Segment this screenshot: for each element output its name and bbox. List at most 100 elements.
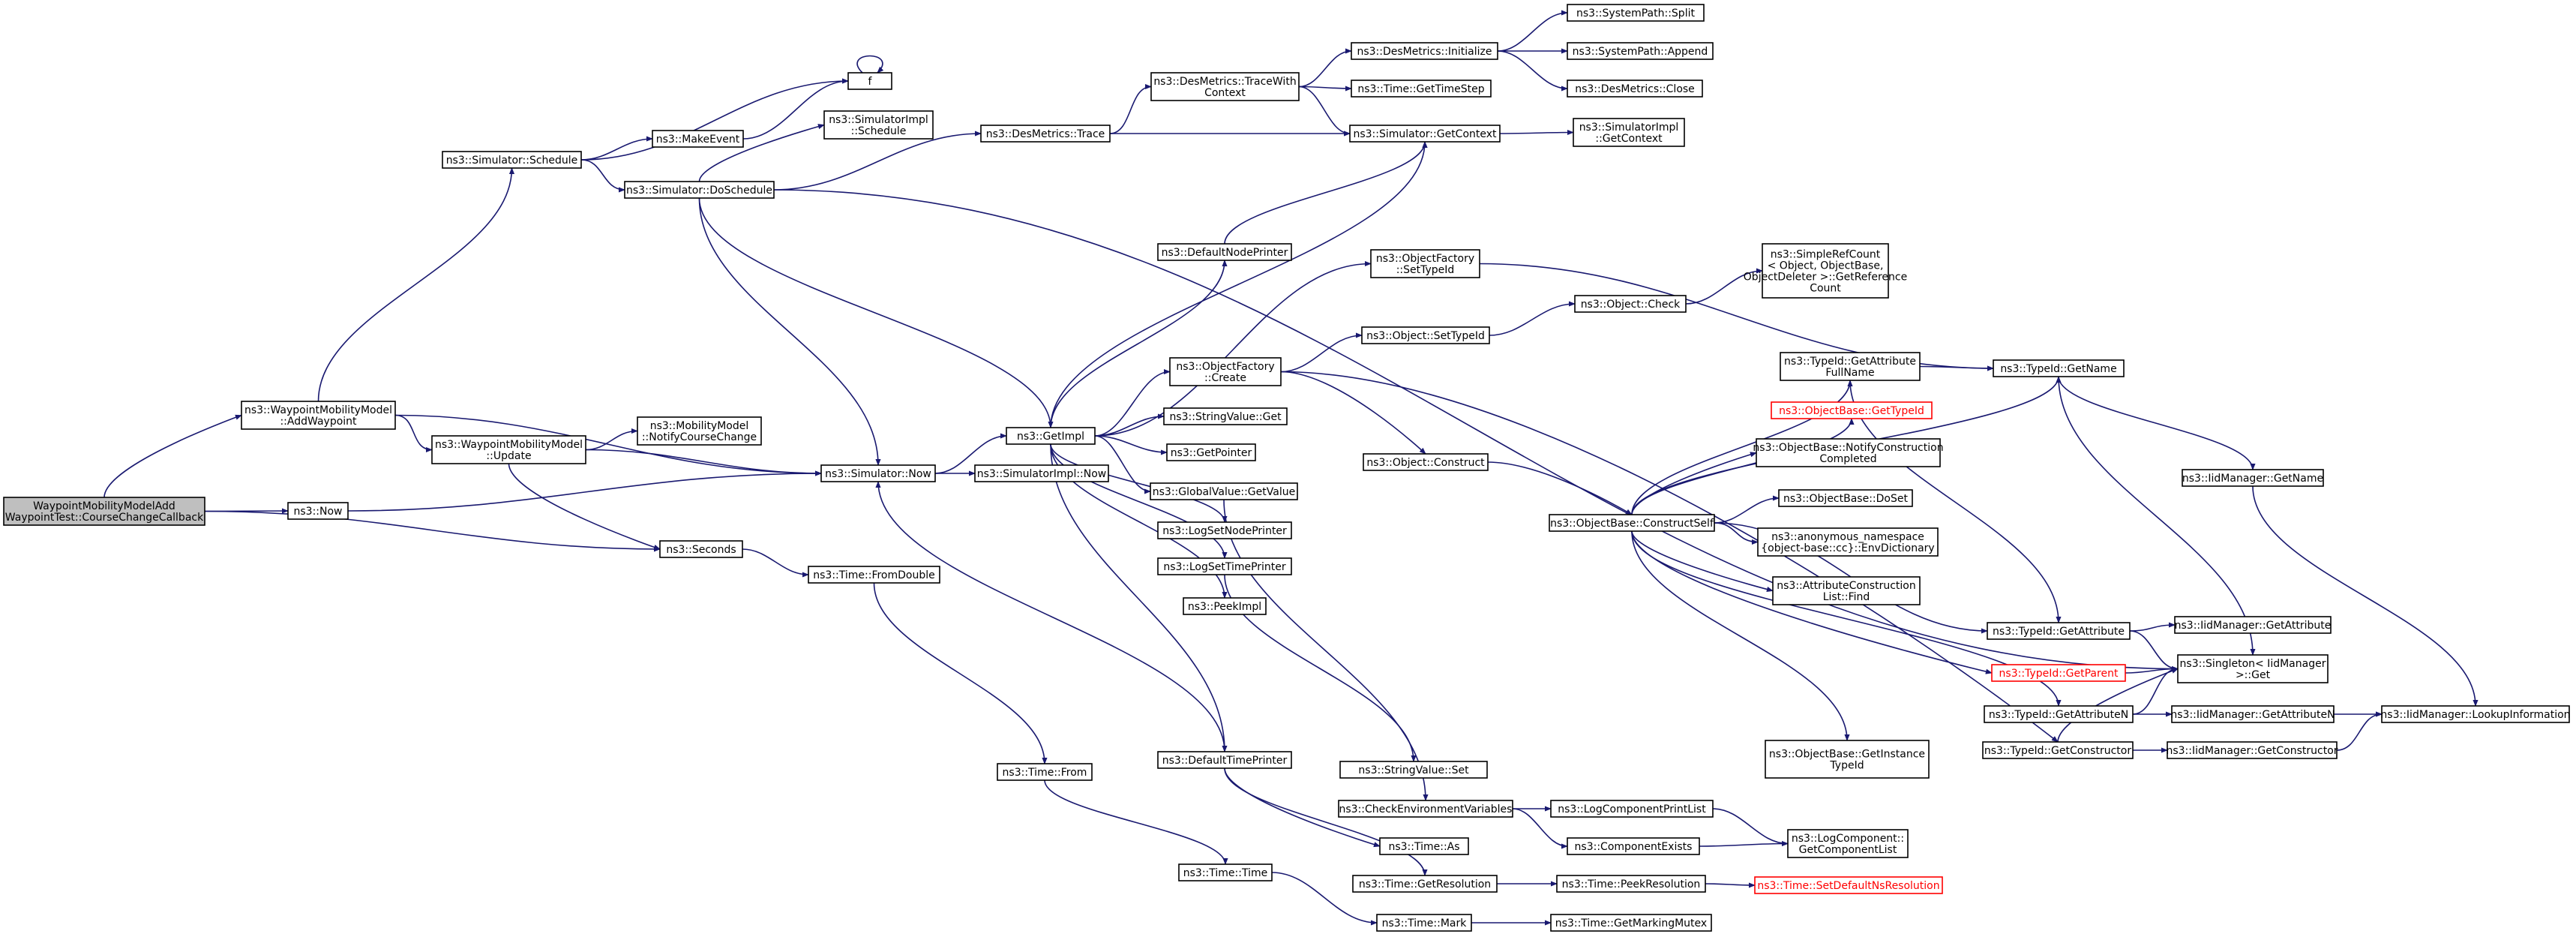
graph-node-string-value-get[interactable]: ns3::StringValue::Get xyxy=(1163,407,1288,425)
node-box xyxy=(1370,249,1480,278)
graph-node-set-default-ns-res[interactable]: ns3::Time::SetDefaultNsResolution xyxy=(1754,876,1943,894)
node-box xyxy=(241,401,396,430)
graph-node-sim-now[interactable]: ns3::Simulator::Now xyxy=(820,464,936,482)
graph-node-root[interactable]: WaypointMobilityModelAddWaypointTest::Co… xyxy=(3,497,205,526)
graph-node-des-trace[interactable]: ns3::DesMetrics::Trace xyxy=(980,125,1111,143)
graph-node-check-env[interactable]: ns3::CheckEnvironmentVariables xyxy=(1338,800,1513,818)
graph-node-peek-impl[interactable]: ns3::PeekImpl xyxy=(1183,597,1267,615)
node-label: ns3::MakeEvent xyxy=(656,134,740,146)
graph-node-sim-get-context[interactable]: ns3::Simulator::GetContext xyxy=(1349,125,1501,143)
graph-node-get-time-step[interactable]: ns3::Time::GetTimeStep xyxy=(1351,80,1492,98)
graph-node-time-mark[interactable]: ns3::Time::Mark xyxy=(1376,914,1472,932)
graph-node-update[interactable]: ns3::WaypointMobilityModel::Update xyxy=(431,435,586,464)
node-box xyxy=(1550,914,1712,932)
graph-node-get-resolution[interactable]: ns3::Time::GetResolution xyxy=(1352,875,1498,893)
graph-node-obj-base-get-type-id[interactable]: ns3::ObjectBase::GetTypeId xyxy=(1771,401,1933,419)
graph-node-iid-get-name[interactable]: ns3::IidManager::GetName xyxy=(2182,469,2324,487)
graph-node-component-exists[interactable]: ns3::ComponentExists xyxy=(1567,837,1700,855)
node-box xyxy=(1379,837,1469,855)
graph-node-impl-get-context[interactable]: ns3::SimulatorImpl::GetContext xyxy=(1573,118,1685,147)
graph-node-string-value-set[interactable]: ns3::StringValue::Set xyxy=(1339,761,1488,779)
graph-node-type-id-get-attribute[interactable]: ns3::TypeId::GetAttribute xyxy=(1987,622,2131,640)
call-edge xyxy=(742,78,849,140)
graph-node-env-dictionary[interactable]: ns3::anonymous_namespace{object-base::cc… xyxy=(1757,527,1939,557)
graph-node-des-close[interactable]: ns3::DesMetrics::Close xyxy=(1567,80,1703,98)
node-label: ns3::IidManager::GetAttributeN xyxy=(2170,709,2335,721)
graph-node-simple-ref-count[interactable]: ns3::SimpleRefCount< Object, ObjectBase,… xyxy=(1744,243,1907,299)
call-edge xyxy=(1094,435,1168,455)
graph-node-singleton-get[interactable]: ns3::Singleton< IidManager>::Get xyxy=(2177,654,2329,683)
graph-node-do-set[interactable]: ns3::ObjectBase::DoSet xyxy=(1778,489,1913,507)
graph-node-lookup-info[interactable]: ns3::IidManager::LookupInformation xyxy=(2380,705,2571,723)
graph-node-do-schedule[interactable]: ns3::Simulator::DoSchedule xyxy=(624,181,775,199)
graph-node-log-set-time-printer[interactable]: ns3::LogSetTimePrinter xyxy=(1157,557,1292,575)
graph-node-time-time[interactable]: ns3::Time::Time xyxy=(1178,863,1273,881)
node-box xyxy=(1772,576,1921,605)
graph-node-iid-get-constructor[interactable]: ns3::IidManager::GetConstructor xyxy=(2166,741,2338,759)
graph-node-type-id-get-attribute-n[interactable]: ns3::TypeId::GetAttributeN xyxy=(1984,705,2134,723)
node-box xyxy=(1169,357,1282,386)
graph-node-from-double[interactable]: ns3::Time::FromDouble xyxy=(808,566,940,584)
graph-node-log-comp-print-list[interactable]: ns3::LogComponentPrintList xyxy=(1550,800,1714,818)
node-label: ns3::PeekImpl xyxy=(1188,601,1261,613)
graph-node-obj-set-type-id[interactable]: ns3::Object::SetTypeId xyxy=(1361,326,1490,344)
node-label: ns3::WaypointMobilityModel xyxy=(435,439,583,451)
graph-node-obj-factory-create[interactable]: ns3::ObjectFactory::Create xyxy=(1169,357,1282,386)
graph-node-get-marking-mutex[interactable]: ns3::Time::GetMarkingMutex xyxy=(1550,914,1712,932)
node-label: ns3::Time::Mark xyxy=(1382,917,1468,929)
graph-node-path-split[interactable]: ns3::SystemPath::Split xyxy=(1567,4,1705,22)
graph-node-log-set-node-printer[interactable]: ns3::LogSetNodePrinter xyxy=(1157,521,1292,539)
graph-node-peek-resolution[interactable]: ns3::Time::PeekResolution xyxy=(1556,875,1706,893)
graph-node-get-component-list[interactable]: ns3::LogComponent::GetComponentList xyxy=(1787,829,1909,858)
graph-node-time-from[interactable]: ns3::Time::From xyxy=(997,763,1093,781)
graph-node-iid-get-attribute[interactable]: ns3::IidManager::GetAttribute xyxy=(2174,616,2332,634)
node-box xyxy=(1780,352,1921,381)
node-box xyxy=(1178,863,1273,881)
graph-node-impl-now[interactable]: ns3::SimulatorImpl::Now xyxy=(974,464,1109,482)
graph-node-make-event[interactable]: ns3::MakeEvent xyxy=(652,130,744,148)
node-label: ns3::TypeId::GetAttributeN xyxy=(1989,709,2128,721)
call-edge xyxy=(2252,485,2479,707)
call-edge xyxy=(2336,711,2383,751)
graph-node-type-id-get-name[interactable]: ns3::TypeId::GetName xyxy=(1993,359,2125,377)
node-label: ns3::ObjectBase::DoSet xyxy=(1783,493,1908,505)
graph-node-notify-construction[interactable]: ns3::ObjectBase::NotifyConstructionCompl… xyxy=(1753,438,1944,467)
graph-node-impl-schedule[interactable]: ns3::SimulatorImpl::Schedule xyxy=(823,110,934,140)
graph-node-iid-get-attribute-n[interactable]: ns3::IidManager::GetAttributeN xyxy=(2170,705,2335,723)
call-edge xyxy=(1109,83,1152,134)
node-box xyxy=(2381,705,2570,723)
graph-node-construct-self[interactable]: ns3::ObjectBase::ConstructSelf xyxy=(1549,514,1715,532)
node-label: ns3::Time::GetResolution xyxy=(1359,878,1491,890)
graph-node-add-waypoint[interactable]: ns3::WaypointMobilityModel::AddWaypoint xyxy=(241,401,396,430)
graph-node-f-param[interactable]: f xyxy=(847,72,892,90)
graph-node-default-node-printer[interactable]: ns3::DefaultNodePrinter xyxy=(1157,243,1292,261)
node-box xyxy=(637,416,762,446)
node-label: ns3::LogSetTimePrinter xyxy=(1163,561,1286,573)
graph-node-schedule[interactable]: ns3::Simulator::Schedule xyxy=(442,151,582,169)
graph-node-obj-check[interactable]: ns3::Object::Check xyxy=(1574,295,1687,313)
node-box xyxy=(1006,427,1096,445)
graph-node-seconds[interactable]: ns3::Seconds xyxy=(659,540,743,558)
graph-node-obj-factory-set-type-id[interactable]: ns3::ObjectFactory::SetTypeId xyxy=(1370,249,1480,278)
graph-node-default-time-printer[interactable]: ns3::DefaultTimePrinter xyxy=(1157,751,1292,769)
call-edge xyxy=(580,136,653,161)
node-box xyxy=(1361,326,1490,344)
graph-node-now[interactable]: ns3::Now xyxy=(287,502,349,520)
graph-node-type-id-get-parent[interactable]: ns3::TypeId::GetParent xyxy=(1991,664,2126,682)
graph-node-time-as[interactable]: ns3::Time::As xyxy=(1379,837,1469,855)
node-label: ::SetTypeId xyxy=(1396,264,1455,276)
node-box xyxy=(624,181,775,199)
graph-node-get-pointer[interactable]: ns3::GetPointer xyxy=(1166,443,1256,461)
graph-node-notify-course[interactable]: ns3::MobilityModel::NotifyCourseChange xyxy=(637,416,762,446)
graph-node-obj-construct[interactable]: ns3::Object::Construct xyxy=(1363,453,1489,471)
graph-node-path-append[interactable]: ns3::SystemPath::Append xyxy=(1567,42,1714,60)
node-box xyxy=(2174,616,2332,634)
graph-node-get-impl[interactable]: ns3::GetImpl xyxy=(1006,427,1096,445)
graph-node-des-init[interactable]: ns3::DesMetrics::Initialize xyxy=(1351,42,1498,60)
graph-node-type-id-get-constructor[interactable]: ns3::TypeId::GetConstructor xyxy=(1982,741,2134,759)
graph-node-global-value-get[interactable]: ns3::GlobalValue::GetValue xyxy=(1150,482,1298,500)
